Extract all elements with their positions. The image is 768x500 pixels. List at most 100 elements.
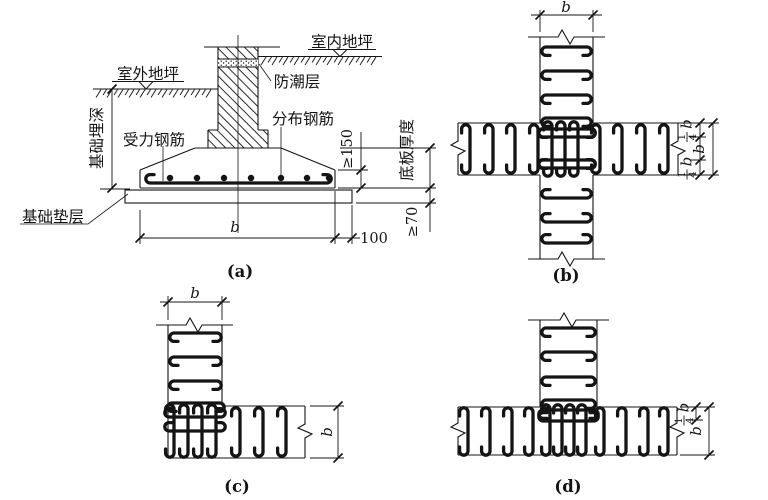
rebar-hooked-bar: [168, 355, 223, 368]
soil-stroke: [322, 56, 327, 63]
dim-tick: [424, 182, 436, 194]
soil-stroke: [267, 56, 272, 63]
extension-lines-b: [539, 10, 719, 176]
rebar-hooked-bar: [575, 403, 588, 457]
dim-edge-min150: ≥150: [340, 129, 356, 169]
label-outdoor-ground: 室外地坪: [117, 65, 179, 83]
fraction-numerator: 1: [677, 134, 688, 140]
label-slab-thickness: 底板厚度: [398, 119, 416, 181]
rebar-hooked-bar: [539, 403, 552, 457]
rebar-hooked-bar: [527, 123, 540, 175]
soil-stroke: [113, 89, 118, 96]
dim-tick: [216, 296, 228, 308]
soil-stroke: [300, 56, 305, 63]
soil-stroke: [370, 56, 377, 66]
soil-stroke: [344, 56, 349, 63]
rebar-hooked-bar: [540, 69, 593, 82]
dim-tick: [162, 296, 174, 308]
label-damp-proof: 防潮层: [274, 73, 321, 91]
panel-b-cross-junction-plan: b b 1 4 b 1 4 b (b): [449, 0, 719, 285]
soil-stroke: [359, 56, 366, 66]
rebar-hooked-bar: [615, 406, 628, 457]
main-rebar: [144, 172, 333, 185]
soil-hatch: [95, 56, 377, 98]
cushion-leader: [20, 193, 129, 225]
dim-b-right-d: b: [687, 426, 705, 436]
dim-tick: [694, 131, 706, 143]
dim-tick: [690, 414, 702, 426]
fraction-denominator: 4: [688, 134, 699, 140]
soil-stroke: [168, 89, 173, 96]
rebar-hooked-bar: [563, 403, 576, 457]
rebar-hooked-bar: [459, 123, 472, 175]
soil-stroke: [271, 56, 278, 66]
soil-stroke: [282, 56, 289, 66]
indoor-level-icon: [308, 49, 376, 58]
rebar-hooked-bar: [168, 331, 223, 344]
rebar-hooked-bar: [540, 187, 593, 200]
label-distribution-rebar: 分布钢筋: [272, 110, 334, 128]
rebar-hooked-bar: [551, 403, 564, 457]
fraction-denominator: 4: [685, 417, 696, 423]
fraction-numerator: 1: [677, 171, 688, 177]
label-cushion: 基础垫层: [22, 208, 84, 226]
rebar-hooked-bar: [205, 403, 218, 459]
dim-tick: [694, 154, 706, 166]
dim-tick: [587, 9, 599, 21]
dim-footing-width-b: b: [230, 218, 240, 236]
fraction-unit: b: [678, 119, 696, 129]
panel-a-foundation-section: 室内地坪 室外地坪 防潮层 分布钢筋 受力钢筋 基础垫层 基础埋深 底板厚度 ≥…: [20, 33, 436, 281]
rebar-hooked-bar: [540, 326, 597, 339]
rebar-hooked-bar: [168, 379, 223, 392]
rebar-hooked-bar: [540, 350, 597, 363]
dimension-lines-d: [695, 407, 710, 455]
fraction-numerator: 1: [674, 417, 685, 423]
rebar-dot: [220, 174, 228, 182]
soil-stroke: [139, 89, 146, 98]
soil-stroke: [102, 89, 107, 96]
soil-stroke: [355, 56, 360, 63]
soil-stroke: [183, 89, 190, 98]
distribution-rebar-dots: [166, 174, 333, 182]
caption-d: (d): [554, 477, 581, 496]
rebar-dot: [166, 174, 174, 182]
fraction-unit: b: [675, 403, 693, 413]
rebar-hooked-bar: [163, 420, 227, 433]
dim-b-top-c: b: [190, 284, 200, 302]
soil-stroke: [157, 89, 162, 96]
rebar-hooked-bar: [252, 406, 265, 458]
dim-tick: [106, 182, 118, 194]
soil-stroke: [304, 56, 311, 66]
rebar-hooked-bar: [637, 406, 650, 457]
rebar-hooked-bar: [589, 123, 602, 175]
rebar-hooked-bar: [657, 123, 670, 175]
soil-stroke: [190, 89, 195, 96]
soil-stroke: [117, 89, 124, 98]
rebar-hooked-bar: [540, 375, 597, 388]
soil-stroke: [311, 56, 316, 63]
soil-stroke: [135, 89, 140, 96]
dim-tick: [707, 169, 719, 181]
rebar-hooked-bar: [504, 123, 517, 175]
rebar-plan-b: [459, 45, 670, 245]
dim-b-right-c: b: [318, 427, 336, 437]
dim-b-right-b: b: [690, 144, 708, 154]
rebar-hooked-bar: [611, 123, 624, 175]
dim-overhang-100: 100: [360, 231, 388, 247]
soil-stroke: [278, 56, 283, 63]
rebar-dot: [325, 174, 333, 182]
rebar-hooked-bar: [482, 123, 495, 175]
soil-stroke: [337, 56, 344, 66]
fraction-denominator: 4: [688, 171, 699, 177]
strip-outline-b: [449, 28, 687, 268]
dim-tick: [106, 83, 118, 95]
caption-a: (a): [227, 262, 253, 281]
dim-tick: [707, 117, 719, 129]
rebar-hooked-bar: [541, 120, 554, 178]
rebar-hooked-bar: [657, 406, 670, 457]
dimension-lines-a: [111, 89, 431, 239]
rebar-hooked-bar: [540, 211, 593, 224]
rebar-hooked-bar: [191, 403, 204, 459]
dimension-lines-b: [531, 14, 714, 175]
rebar-hooked-bar: [634, 123, 647, 175]
